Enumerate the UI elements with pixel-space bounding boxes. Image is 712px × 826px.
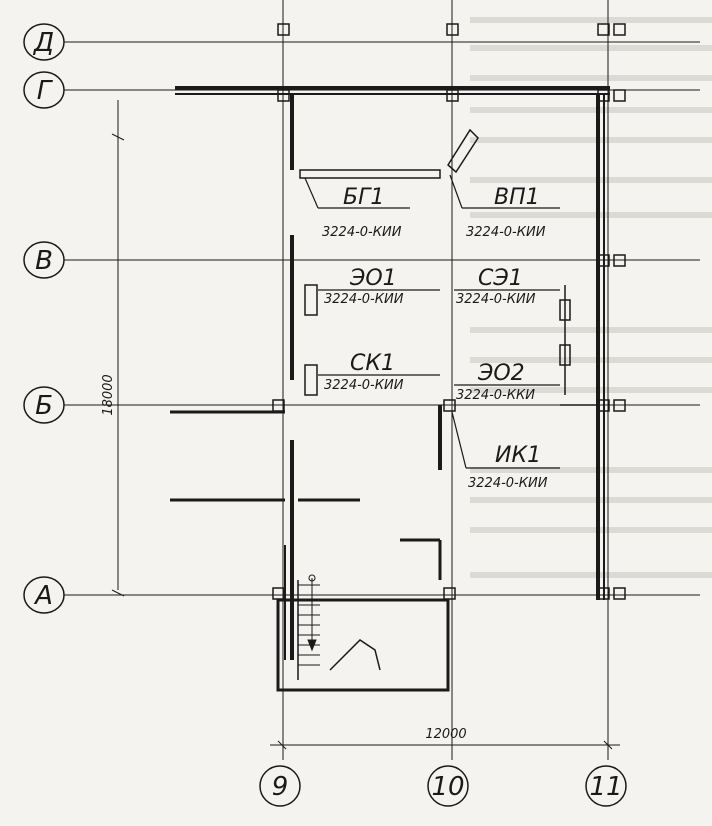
mark-sk1-code: 3224-0-КИИ <box>324 378 404 393</box>
column-markers <box>272 23 626 600</box>
mark-bg1-code: 3224-0-КИИ <box>322 225 402 240</box>
mark-ik1-code: 3224-0-КИИ <box>468 476 548 491</box>
dimension-vertical: 18000 <box>101 374 116 415</box>
mark-eo2-name: ЭО2 <box>477 361 525 386</box>
axis-bubble-d <box>23 23 65 61</box>
axis-bubble-b <box>23 386 65 424</box>
walls <box>170 86 610 660</box>
axis-label-d: Д <box>33 28 54 58</box>
column-axis-bubbles <box>259 765 627 807</box>
mark-vp1-code: 3224-0-КИИ <box>466 225 546 240</box>
axis-label-a: А <box>33 581 53 611</box>
axis-bubble-v <box>23 241 65 279</box>
leader-lines <box>304 174 560 469</box>
axis-bubble-11 <box>585 765 627 807</box>
axis-label-g: Г <box>37 76 54 106</box>
row-axis-bubbles <box>23 23 65 614</box>
axis-label-b: Б <box>35 391 53 421</box>
mark-eo1-code: 3224-0-КИИ <box>324 292 404 307</box>
axis-label-11: 11 <box>589 772 622 802</box>
axis-bubble-9 <box>259 765 301 807</box>
mark-se1-code: 3224-0-КИИ <box>456 292 536 307</box>
axis-label-9: 9 <box>272 772 289 802</box>
mark-se1-name: СЭ1 <box>478 266 523 291</box>
mark-sk1-name: СК1 <box>350 351 395 376</box>
mark-vp1-name: ВП1 <box>494 185 540 210</box>
axis-label-10: 10 <box>431 772 464 802</box>
axis-label-v: В <box>35 246 53 276</box>
axis-bubble-g <box>23 71 65 109</box>
background-ghost-text <box>470 17 712 578</box>
mark-eo1-name: ЭО1 <box>349 266 397 291</box>
mark-ik1-name: ИК1 <box>495 443 541 468</box>
stair-block <box>276 574 450 692</box>
vertical-dimension-line <box>111 100 125 597</box>
axis-bubble-10 <box>427 765 469 807</box>
dimension-horizontal: 12000 <box>425 727 466 742</box>
mark-bg1-name: БГ1 <box>343 185 384 210</box>
equipment-symbols <box>299 128 600 406</box>
axis-bubble-a <box>23 576 65 614</box>
axis-grid <box>62 0 700 760</box>
mark-eo2-code: 3224-0-ККИ <box>456 388 535 403</box>
horizontal-dimension-line <box>270 740 620 750</box>
